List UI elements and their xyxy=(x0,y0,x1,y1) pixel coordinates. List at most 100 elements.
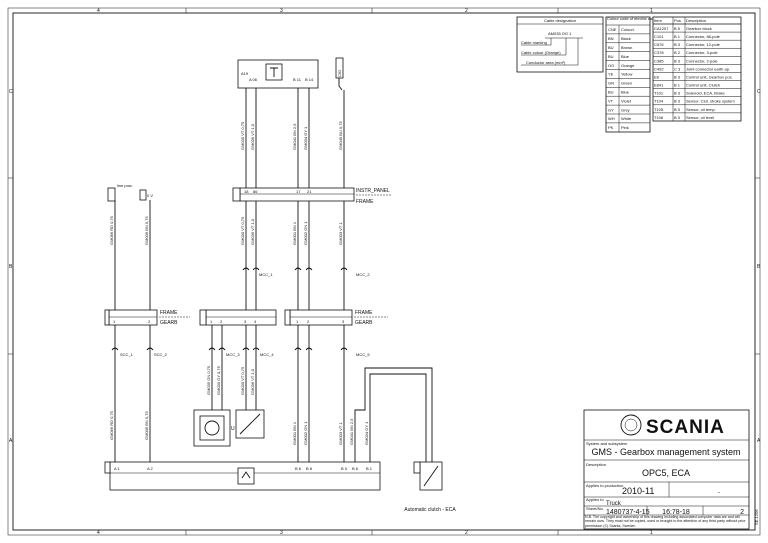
grid-col-3: 3 xyxy=(280,8,283,14)
drawing-label: Sheet/No. xyxy=(586,506,604,511)
grid-col-4: 4 xyxy=(97,8,100,14)
row2-pin-6: 2 xyxy=(220,319,223,324)
row1-pin-3: 17 xyxy=(296,189,301,194)
grid-col-4-bottom: 4 xyxy=(97,530,100,536)
comp-pos: B 1 xyxy=(674,34,681,39)
colour-code: BN xyxy=(608,36,614,41)
splice-scc1: SCC_1 xyxy=(120,352,134,357)
label-gearb-left: GEARB xyxy=(160,320,178,326)
wire-label-low-7: GM001 BN 1 xyxy=(292,421,297,445)
wire-label-1: GM030 VT 0,75 xyxy=(240,121,245,150)
grid-col-2: 2 xyxy=(465,8,468,14)
colour-code: GN xyxy=(608,81,614,86)
a19-pin-mid2: B 14 xyxy=(305,77,314,82)
wire-label-low-5: GM030 VT 0,75 xyxy=(240,366,245,395)
colour-code: BU xyxy=(608,54,614,59)
comp-pos: B 2 xyxy=(674,50,681,55)
actuator-eca: Automatic clutch - ECA xyxy=(404,461,456,513)
system-name: GMS - Gearbox management system xyxy=(591,447,740,457)
comp-item: C576 xyxy=(654,42,664,47)
label-frame-right: FRAME xyxy=(355,310,373,316)
colour-code: WH xyxy=(608,116,615,121)
colour-name: White xyxy=(621,116,632,121)
applies-dash: - xyxy=(718,490,720,496)
label-gearb-right: GEARB xyxy=(355,320,373,326)
row3-pin-6: B 6 xyxy=(352,466,359,471)
splice-mcc1: MCC_1 xyxy=(259,272,273,277)
grid-col-3-bottom: 3 xyxy=(280,530,283,536)
sensor-component xyxy=(235,409,265,439)
wire-label-mid-3: GM001 BN 1 xyxy=(292,221,297,245)
wire-label-low-2: GM006 BN 0,75 xyxy=(144,411,149,440)
wire-label-left-2: GM006 BN 0,75 xyxy=(144,216,149,245)
colour-code: BU xyxy=(608,45,614,50)
splice-row-1: MCC_1 MCC_2 xyxy=(242,267,370,277)
row2-pin-10: 2 xyxy=(307,319,310,324)
title-block: SCANIA System and subsystem GMS - Gearbo… xyxy=(583,409,750,530)
wire-label-low-4: GM030 GY 0,75 xyxy=(216,365,221,395)
grid-row-c: C xyxy=(9,89,13,95)
row2-pin-9: 1 xyxy=(296,319,299,324)
comp-item: T101 xyxy=(654,91,664,96)
a19-id: A19 xyxy=(241,71,249,76)
side-connector-id: C62 xyxy=(337,69,342,77)
connector-a19: A19 A 06 B 11 B 14 xyxy=(237,59,319,89)
colour-header: Colour code of electric cables xyxy=(607,16,659,21)
sheet-number: 2 xyxy=(740,509,744,516)
comp-desc: Connector, 88-pole xyxy=(686,34,721,39)
wire-label-5: GM045 BU 0,75 xyxy=(338,121,343,150)
splice-mcc5: MCC_5 xyxy=(356,352,370,357)
wire-label-low-3: GM035 GN 0,75 xyxy=(206,365,211,395)
comp-pos: B 3 xyxy=(674,42,681,47)
drawing-number: 1480737-4-15 xyxy=(606,509,650,516)
comp-item: C492 xyxy=(654,66,664,71)
row2-pin-11: 3 xyxy=(342,319,345,324)
colour-name: Brown xyxy=(621,45,632,50)
row2-pin-7: 3 xyxy=(244,319,247,324)
row3-pin-1: A 1 xyxy=(114,466,121,471)
row3-pin-7: B 1 xyxy=(366,466,373,471)
date-value: 2010-11 xyxy=(622,486,654,496)
grid-row-a-right: A xyxy=(757,438,761,444)
colour-name: Blue xyxy=(621,90,630,95)
cable-legend: Cable designation AM035 OG 1 Cable marki… xyxy=(516,16,604,73)
row2-pin-8: 4 xyxy=(254,319,257,324)
comp-desc: Joint connector earth ap. xyxy=(686,66,730,71)
motor-component: U xyxy=(193,409,235,447)
row3-pin-4: B 8 xyxy=(306,466,313,471)
copyright-note: N.B. The copyright and ownership of this… xyxy=(585,515,746,528)
comp-item: C378 xyxy=(654,50,664,55)
colour-name: Pink xyxy=(621,125,629,130)
comp-desc: Sensor, Clut. stroke system xyxy=(686,99,735,104)
legend-sample: AM035 OG 1 xyxy=(548,31,572,36)
frame-gearb-connectors: 1 2 1 2 3 4 1 2 3 xyxy=(104,309,353,326)
comp-item: CA1207 xyxy=(654,26,669,31)
row3-pin-5: B 5 xyxy=(341,466,348,471)
a19-pin-left: A 06 xyxy=(249,77,258,82)
outer-frame xyxy=(7,7,761,536)
comp-pos: B 5 xyxy=(674,26,681,31)
wire-label-mid-4: GM002 GN 1 xyxy=(303,221,308,245)
instr-frame-connector: 18 86 17 21 xyxy=(232,187,355,202)
wire-label-3: GM041 BN 2,5 xyxy=(292,123,297,150)
grid-row-a: A xyxy=(9,438,13,444)
colour-name: Green xyxy=(621,81,632,86)
wire-label-low-1: GM066 RD 0,75 xyxy=(109,410,114,440)
comp-pos: B 3 xyxy=(674,58,681,63)
colour-code: YE xyxy=(608,72,614,77)
label-line-pow: line pow. xyxy=(117,183,133,188)
grid-row-b-right: B xyxy=(757,264,761,270)
comp-desc: Sensor, oil temp. xyxy=(686,107,716,112)
comp-desc: Sensor, oil level xyxy=(686,115,714,120)
comp-pos: B 3 xyxy=(674,99,681,104)
row3-pin-3: B 6 xyxy=(295,466,302,471)
wire-label-4: GM034 GY 1 xyxy=(303,126,308,150)
legend-title: Cable designation xyxy=(544,18,576,23)
date-label: Applies to production xyxy=(586,483,623,488)
comp-pos: B 3 xyxy=(674,74,681,79)
wire-label-low-10: GM041 BN 2,5 xyxy=(349,418,354,445)
comp-item: T104 xyxy=(654,99,664,104)
comp-header-pos: Pos. xyxy=(674,18,682,23)
